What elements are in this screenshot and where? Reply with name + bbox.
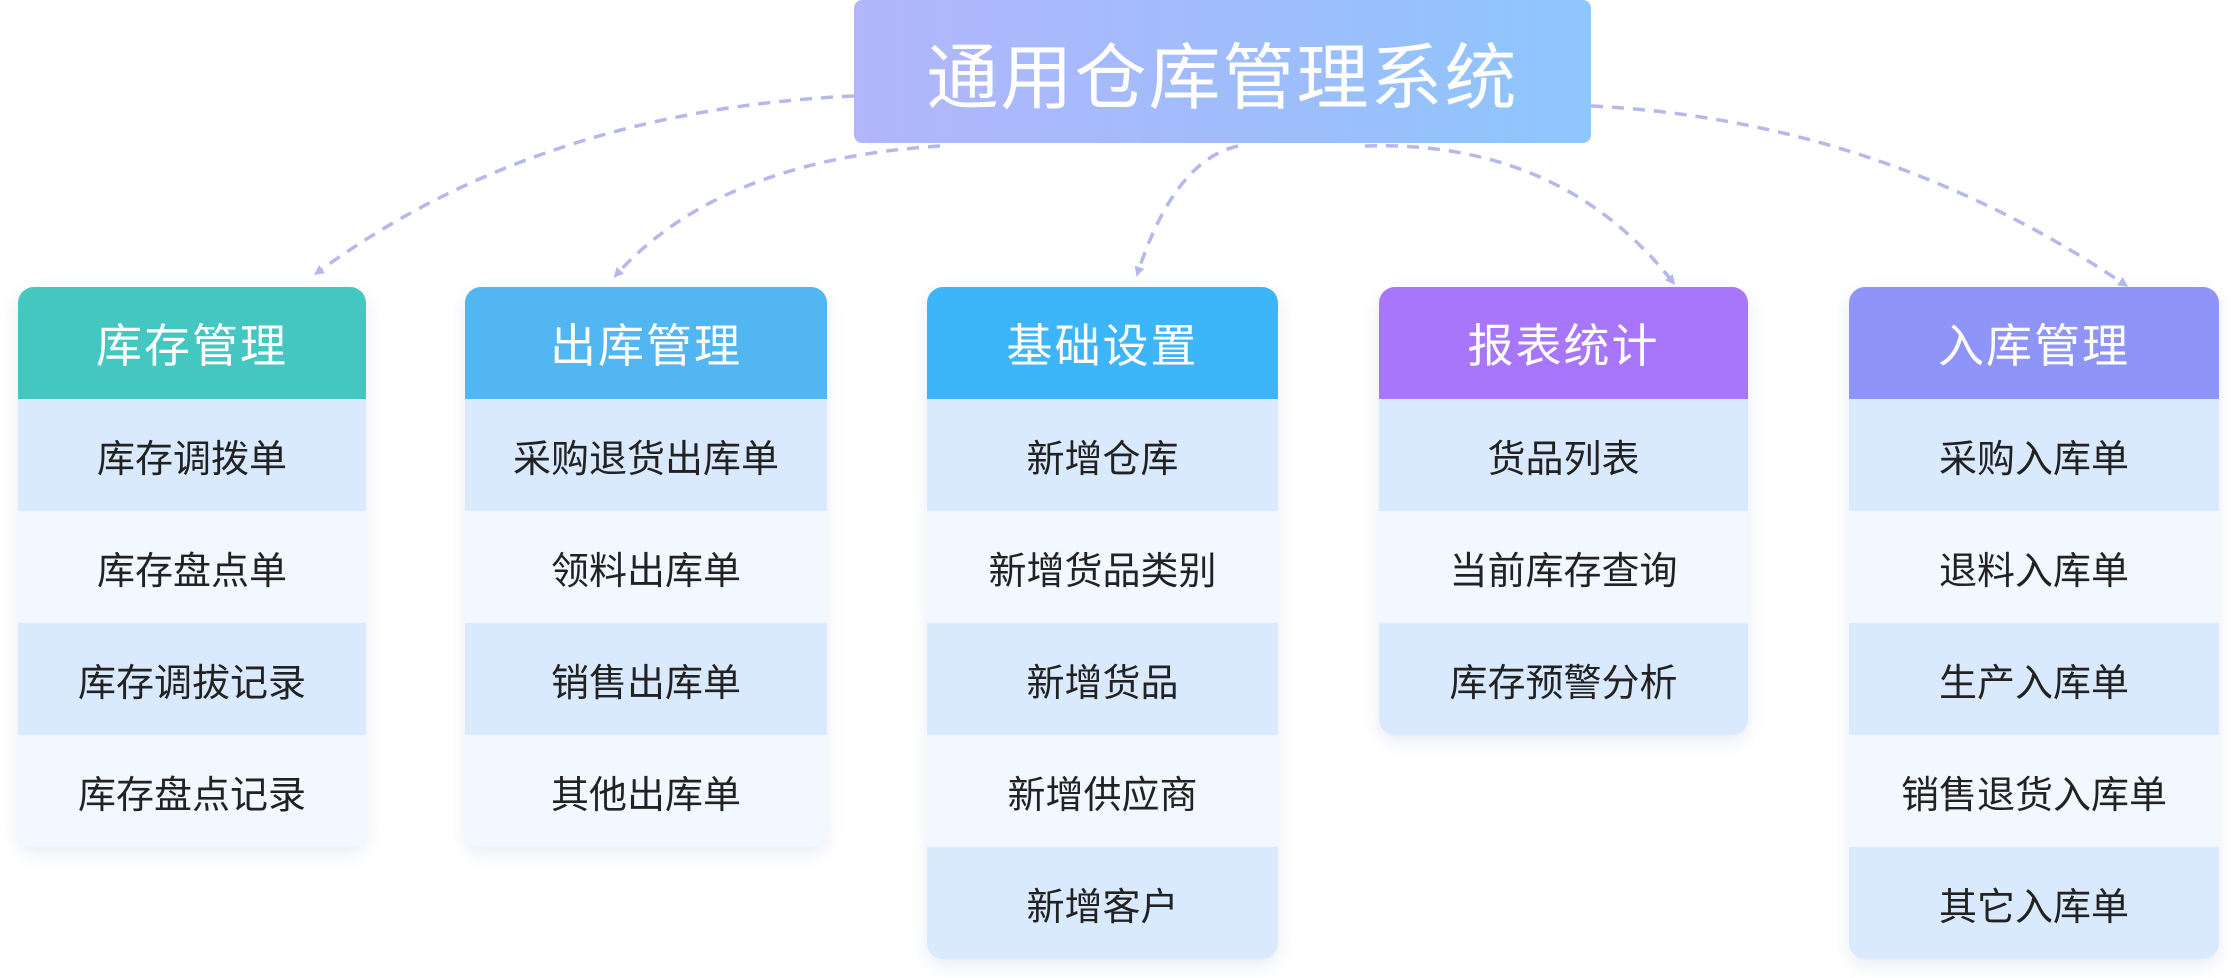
module-item: 采购退货出库单 (465, 399, 827, 511)
module-title-inbound: 入库管理 (1849, 287, 2219, 399)
module-item: 新增客户 (927, 847, 1278, 959)
system-title-box: 通用仓库管理系统 (854, 0, 1591, 143)
arrow-to-reports (1364, 144, 1676, 285)
module-item: 库存盘点单 (18, 511, 366, 623)
module-item: 其它入库单 (1849, 847, 2219, 959)
module-card-outbound: 出库管理 采购退货出库单 领料出库单 销售出库单 其他出库单 (465, 287, 827, 847)
module-item: 销售出库单 (465, 623, 827, 735)
module-item: 当前库存查询 (1379, 511, 1748, 623)
module-title-basic-settings: 基础设置 (927, 287, 1278, 399)
module-item: 新增货品类别 (927, 511, 1278, 623)
module-item: 领料出库单 (465, 511, 827, 623)
module-item: 采购入库单 (1849, 399, 2219, 511)
module-item: 新增供应商 (927, 735, 1278, 847)
module-card-inventory: 库存管理 库存调拨单 库存盘点单 库存调拔记录 库存盘点记录 (18, 287, 366, 847)
module-item: 库存盘点记录 (18, 735, 366, 847)
arrow-to-basic-settings (1134, 144, 1239, 277)
system-title: 通用仓库管理系统 (926, 36, 1519, 120)
module-item: 新增货品 (927, 623, 1278, 735)
module-item: 库存调拨单 (18, 399, 366, 511)
module-title-inventory: 库存管理 (18, 287, 366, 399)
module-title-outbound: 出库管理 (465, 287, 827, 399)
module-card-basic-settings: 基础设置 新增仓库 新增货品类别 新增货品 新增供应商 新增客户 (927, 287, 1278, 959)
module-card-inbound: 入库管理 采购入库单 退料入库单 生产入库单 销售退货入库单 其它入库单 (1849, 287, 2219, 959)
arrow-to-inventory (313, 94, 855, 275)
module-item: 其他出库单 (465, 735, 827, 847)
module-title-reports: 报表统计 (1379, 287, 1748, 399)
module-item: 退料入库单 (1849, 511, 2219, 623)
module-item: 货品列表 (1379, 399, 1748, 511)
arrow-to-outbound (613, 144, 941, 278)
module-card-reports: 报表统计 货品列表 当前库存查询 库存预警分析 (1379, 287, 1748, 735)
module-item: 库存预警分析 (1379, 623, 1748, 735)
module-item: 库存调拔记录 (18, 623, 366, 735)
arrow-to-inbound (1590, 104, 2129, 287)
module-item: 销售退货入库单 (1849, 735, 2219, 847)
module-item: 新增仓库 (927, 399, 1278, 511)
module-item: 生产入库单 (1849, 623, 2219, 735)
